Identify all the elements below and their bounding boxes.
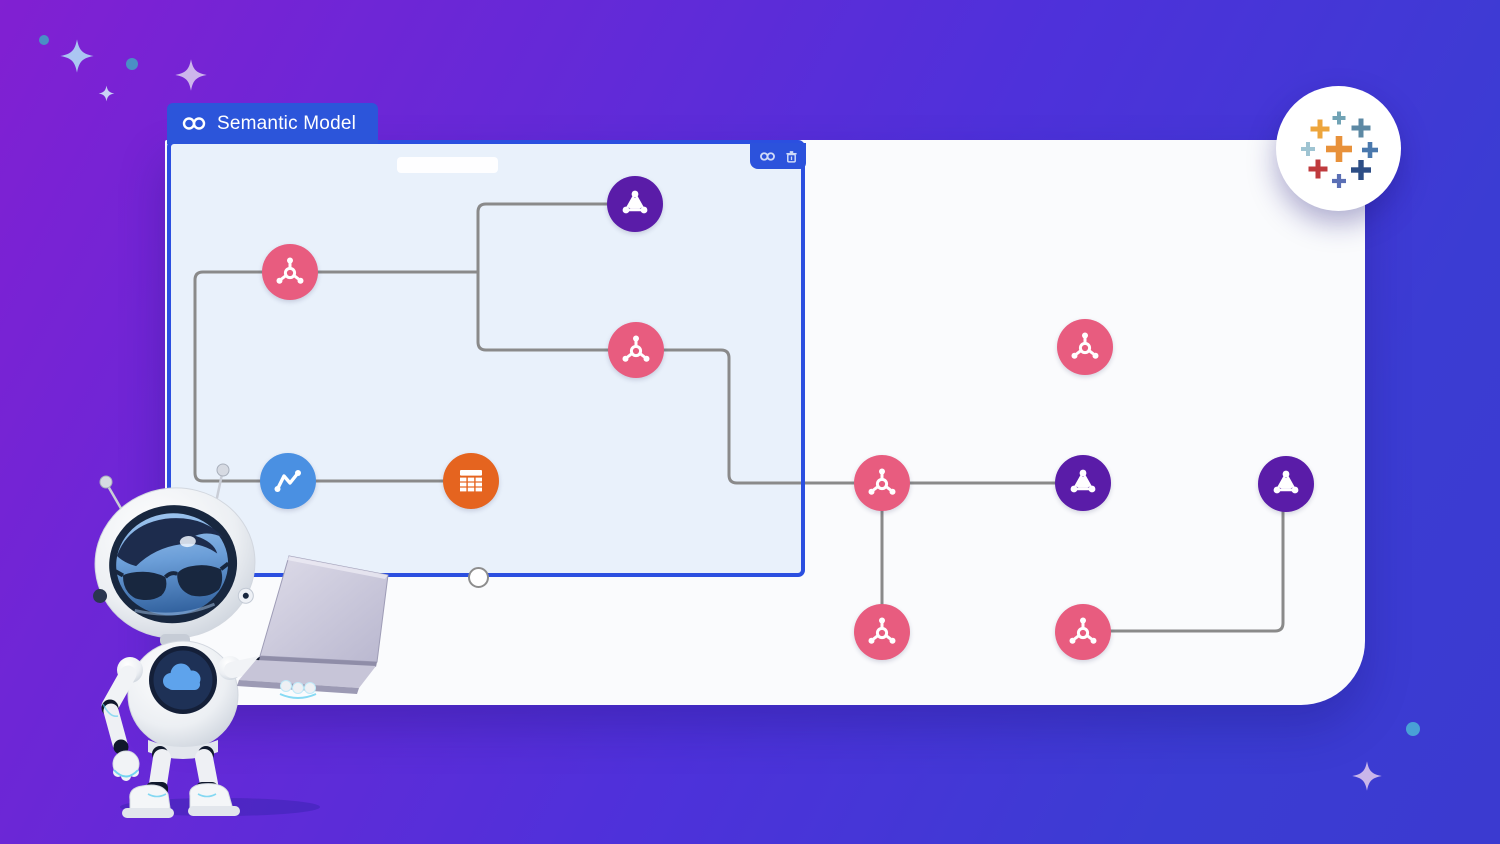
- molecule-icon: [866, 467, 898, 499]
- trash-button[interactable]: [785, 150, 798, 163]
- selection-toolbar: [750, 143, 806, 169]
- molecule-icon: [274, 256, 306, 288]
- molecule-icon: [866, 616, 898, 648]
- selection-resize-handle[interactable]: [468, 567, 489, 588]
- molecule-icon: [620, 334, 652, 366]
- node-semantic-object-3[interactable]: [1258, 456, 1314, 512]
- node-table[interactable]: [443, 453, 499, 509]
- node-metric[interactable]: [260, 453, 316, 509]
- robot-mascot: [93, 463, 389, 818]
- sparkle-icon: [1352, 761, 1382, 791]
- placeholder-label-bar: [397, 157, 498, 173]
- molecule-icon: [1069, 331, 1101, 363]
- node-datasource-3[interactable]: [854, 455, 910, 511]
- robot-legs: [122, 740, 240, 818]
- node-datasource-4[interactable]: [1057, 319, 1113, 375]
- triangle-loop-icon: [1270, 468, 1302, 500]
- dot-decoration: [126, 58, 138, 70]
- sparkle-icon: [60, 39, 94, 73]
- link-icon: [182, 117, 206, 130]
- sparkle-icon: [98, 85, 115, 102]
- sunglasses: [114, 561, 230, 601]
- table-icon: [455, 465, 487, 497]
- robot-left-arm: [101, 657, 143, 781]
- selection-label: Semantic Model: [217, 112, 357, 134]
- node-datasource-6[interactable]: [1055, 604, 1111, 660]
- dot-decoration: [39, 35, 49, 45]
- triangle-loop-icon: [1067, 467, 1099, 499]
- cloud-icon: [163, 663, 201, 690]
- sparkle-icon: [175, 59, 207, 91]
- robot-body: [127, 640, 239, 750]
- node-semantic-object-2[interactable]: [1055, 455, 1111, 511]
- robot-head: [93, 487, 256, 639]
- robot-right-hand: [279, 680, 317, 699]
- link-button[interactable]: [759, 151, 776, 162]
- tableau-logo: [1276, 86, 1401, 211]
- triangle-loop-icon: [619, 188, 651, 220]
- node-semantic-object-1[interactable]: [607, 176, 663, 232]
- molecule-icon: [1067, 616, 1099, 648]
- dot-decoration: [1406, 722, 1420, 736]
- node-datasource-2[interactable]: [608, 322, 664, 378]
- node-datasource-1[interactable]: [262, 244, 318, 300]
- node-datasource-5[interactable]: [854, 604, 910, 660]
- laptop: [237, 555, 389, 694]
- semantic-model-tab[interactable]: Semantic Model: [167, 103, 378, 144]
